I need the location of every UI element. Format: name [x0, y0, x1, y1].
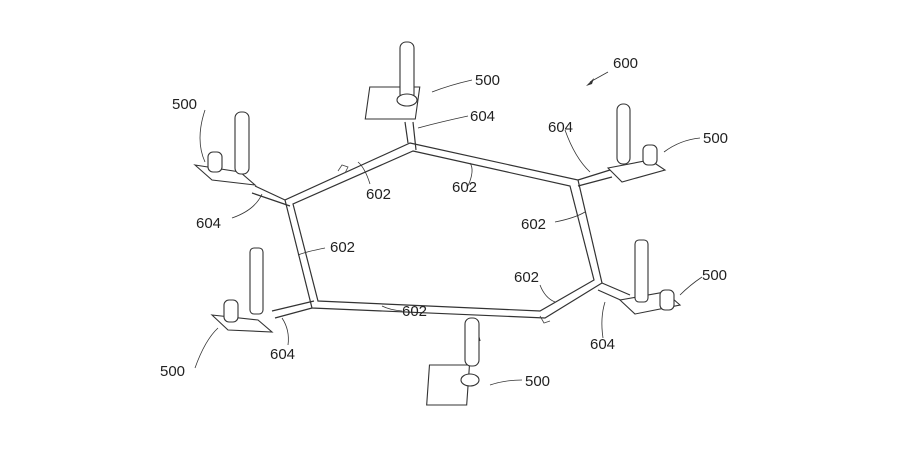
holder-top — [364, 41, 421, 120]
label-arm-bottom-right: 604 — [590, 336, 615, 353]
leader-lines — [194, 71, 703, 386]
label-arm-top: 604 — [470, 108, 495, 125]
label-assembly: 600 — [613, 55, 638, 72]
label-frame-right: 602 — [521, 216, 546, 233]
label-frame-left: 602 — [330, 239, 355, 256]
label-frame-lower-left: 602 — [402, 303, 427, 320]
arm-top-left — [251, 185, 291, 207]
holder-top-left — [193, 111, 257, 186]
label-frame-lower-right: 602 — [514, 269, 539, 286]
label-arm-bottom-left: 604 — [270, 346, 295, 363]
label-frame-upper-left: 602 — [366, 186, 391, 203]
arms — [251, 121, 631, 343]
label-arm-top-left: 604 — [196, 215, 221, 232]
arm-top — [404, 121, 417, 151]
holder-bottom — [426, 317, 480, 406]
labels: 600 500 604 500 604 500 604 602 602 602 … — [160, 55, 728, 390]
holder-top-right — [606, 103, 667, 183]
label-holder-bottom: 500 — [525, 373, 550, 390]
label-arm-top-right: 604 — [548, 119, 573, 136]
label-holder-bottom-right: 500 — [702, 267, 727, 284]
arm-top-right — [577, 169, 613, 187]
hexagonal-frame — [284, 142, 603, 324]
holder-bottom-right — [618, 239, 682, 315]
arm-bottom-left — [271, 300, 315, 319]
label-holder-top: 500 — [475, 72, 500, 89]
label-holder-top-right: 500 — [703, 130, 728, 147]
holder-bottom-left — [210, 247, 274, 333]
label-frame-upper-right: 602 — [452, 179, 477, 196]
assembly-arrow-icon — [586, 78, 594, 86]
label-holder-bottom-left: 500 — [160, 363, 185, 380]
label-holder-top-left: 500 — [172, 96, 197, 113]
